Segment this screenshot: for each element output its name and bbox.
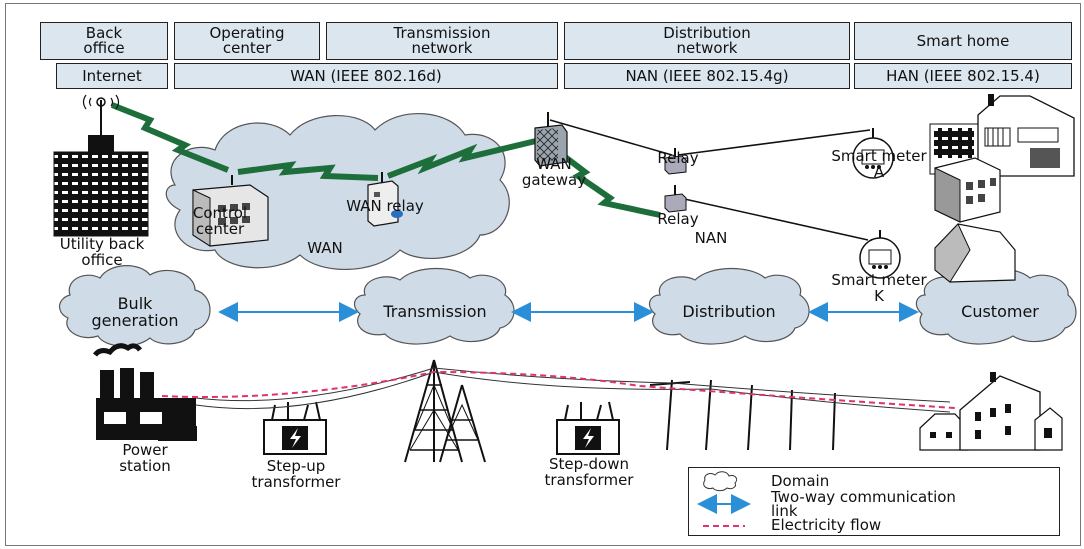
utility-building-icon bbox=[53, 94, 149, 237]
header-network-nan: NAN (IEEE 802.15.4g) bbox=[564, 63, 850, 89]
relay-top-icon bbox=[664, 148, 687, 175]
bulk-generation-label: Bulk generation bbox=[91, 294, 179, 330]
step-down-transformer-label: Step-down transformer bbox=[544, 455, 634, 489]
distribution-cloud bbox=[648, 267, 810, 345]
wireless-link-utility-control bbox=[110, 102, 230, 173]
nan-label: NAN bbox=[694, 229, 728, 247]
legend-flow-text: Electricity flow bbox=[771, 516, 882, 534]
power-station-label: Power station bbox=[119, 441, 171, 475]
electricity-flow-line bbox=[161, 370, 956, 409]
transmission-tower-icon bbox=[404, 359, 486, 463]
header-domain-distribution-network: Distribution network bbox=[564, 22, 850, 60]
wan-cloud-label: WAN bbox=[307, 239, 343, 257]
smart-meter-k-label: Smart meter K bbox=[831, 271, 927, 305]
wan-relay-label: WAN relay bbox=[346, 197, 424, 215]
legend-link-text: Two-way communication link bbox=[771, 488, 956, 520]
distribution-label: Distribution bbox=[682, 302, 776, 321]
header-network-han: HAN (IEEE 802.15.4) bbox=[854, 63, 1072, 89]
customer-houses-icon bbox=[919, 372, 1063, 451]
power-station-icon bbox=[92, 343, 197, 441]
header-domain-transmission-network: Transmission network bbox=[326, 22, 558, 60]
wireless-link-relay-gateway bbox=[386, 137, 541, 179]
control-center-icon bbox=[192, 175, 269, 247]
legend-symbols bbox=[697, 471, 751, 527]
step-up-transformer-label: Step-up transformer bbox=[251, 457, 341, 491]
control-center-label: Control center bbox=[192, 204, 248, 238]
header-network-wan: WAN (IEEE 802.16d) bbox=[174, 63, 558, 89]
legend-domain-text: Domain bbox=[771, 472, 830, 490]
diagram-frame bbox=[5, 3, 1081, 546]
step-down-transformer-icon bbox=[556, 401, 620, 455]
header-domain-back-office: Back office bbox=[40, 22, 168, 60]
wan-relay-icon bbox=[367, 172, 403, 227]
wireless-link-gateway-relay2 bbox=[554, 147, 661, 218]
legend: Domain Two-way communication link Electr… bbox=[688, 467, 1060, 536]
header-network-internet: Internet bbox=[56, 63, 168, 89]
header-domain-operating-center: Operating center bbox=[174, 22, 320, 60]
bulk-generation-cloud bbox=[59, 265, 211, 347]
smart-meter-a-icon bbox=[852, 128, 894, 179]
utility-back-office-label: Utility back office bbox=[59, 235, 145, 269]
smart-meter-a-label: Smart meter A bbox=[831, 147, 927, 181]
legend-cloud-icon bbox=[703, 471, 738, 492]
wireless-link-control-relay bbox=[237, 161, 379, 181]
header-domain-smart-home: Smart home bbox=[854, 22, 1072, 60]
step-up-transformer-icon bbox=[263, 401, 327, 455]
distribution-poles-icon bbox=[649, 379, 836, 451]
customer-label: Customer bbox=[961, 302, 1039, 321]
wan-gateway-label: WAN gateway bbox=[521, 155, 587, 189]
cottage-house-icon bbox=[934, 223, 1016, 283]
relay-bottom-label: Relay bbox=[657, 210, 699, 228]
smart-meter-k-icon bbox=[859, 230, 901, 279]
transmission-label: Transmission bbox=[383, 302, 487, 321]
relay-top-label: Relay bbox=[657, 149, 699, 167]
wan-gateway-icon bbox=[534, 112, 568, 167]
apartment-building-icon bbox=[934, 157, 1001, 223]
relay-bottom-icon bbox=[664, 185, 687, 213]
transmission-cloud bbox=[353, 267, 515, 345]
